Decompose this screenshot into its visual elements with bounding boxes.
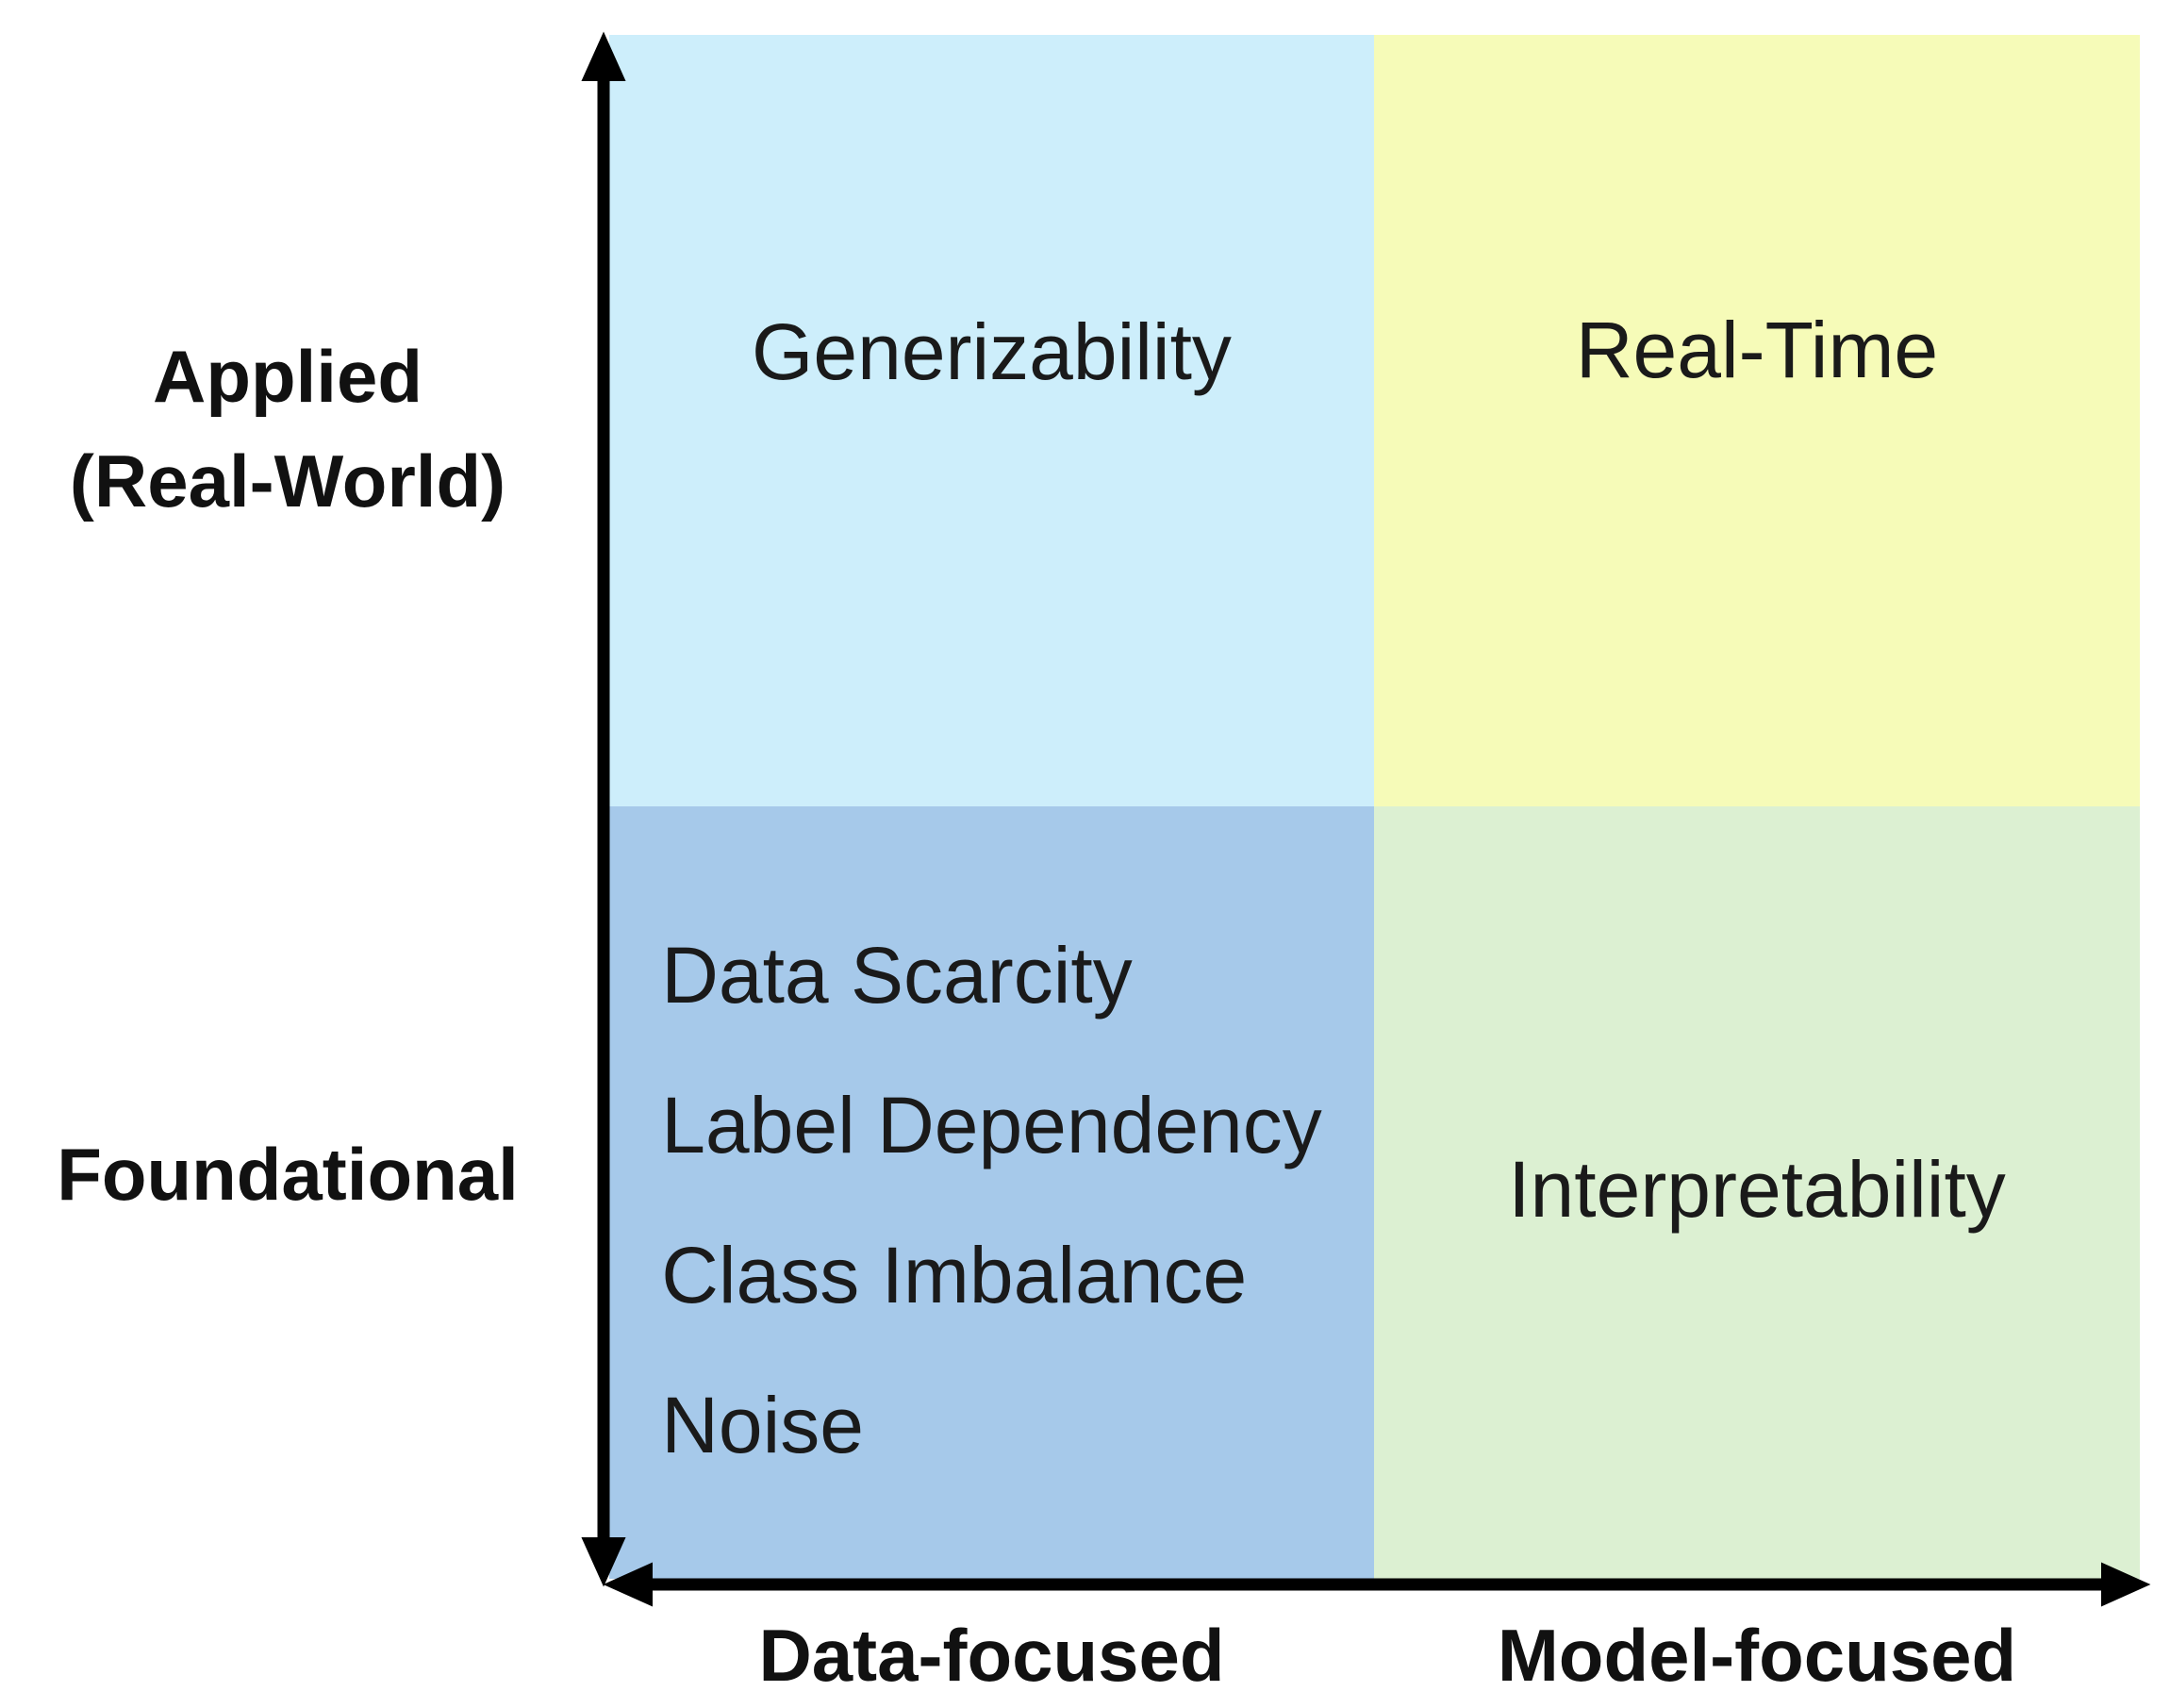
y-axis-top-label-line: (Real-World) (69, 439, 506, 522)
quadrant-foundational-data-focused: Data Scarcity Label Dependency Class Imb… (609, 806, 1374, 1579)
y-axis-top-label-line: Applied (153, 335, 422, 418)
quadrant-item: Noise (661, 1381, 864, 1469)
y-axis-top-label: Applied (Real-World) (19, 324, 556, 534)
quadrant-applied-model-focused: Real-Time (1374, 35, 2140, 806)
quadrant-item-list: Data Scarcity Label Dependency Class Imb… (661, 936, 1322, 1465)
y-axis-arrow-up-icon (581, 31, 626, 81)
quadrant-item: Class Imbalance (661, 1231, 1248, 1319)
x-axis-right-label: Model-focused (1497, 1614, 2017, 1697)
x-axis-arrow-left-icon (603, 1562, 653, 1607)
x-axis-left-label: Data-focused (758, 1614, 1225, 1697)
quadrant-item: Label Dependency (661, 1081, 1322, 1169)
quadrant-item: Interpretability (1508, 1144, 2006, 1234)
quadrant-applied-data-focused: Generizability (609, 35, 1374, 806)
quadrant-item: Generizability (752, 307, 1232, 396)
y-axis-bottom-label: Foundational (57, 1133, 519, 1216)
quadrant-foundational-model-focused: Interpretability (1374, 806, 2140, 1579)
x-axis-arrow-right-icon (2101, 1562, 2151, 1607)
quadrant-item: Data Scarcity (661, 931, 1133, 1020)
quadrant-item: Real-Time (1575, 306, 1939, 394)
y-axis-arrow-down-icon (581, 1537, 626, 1587)
